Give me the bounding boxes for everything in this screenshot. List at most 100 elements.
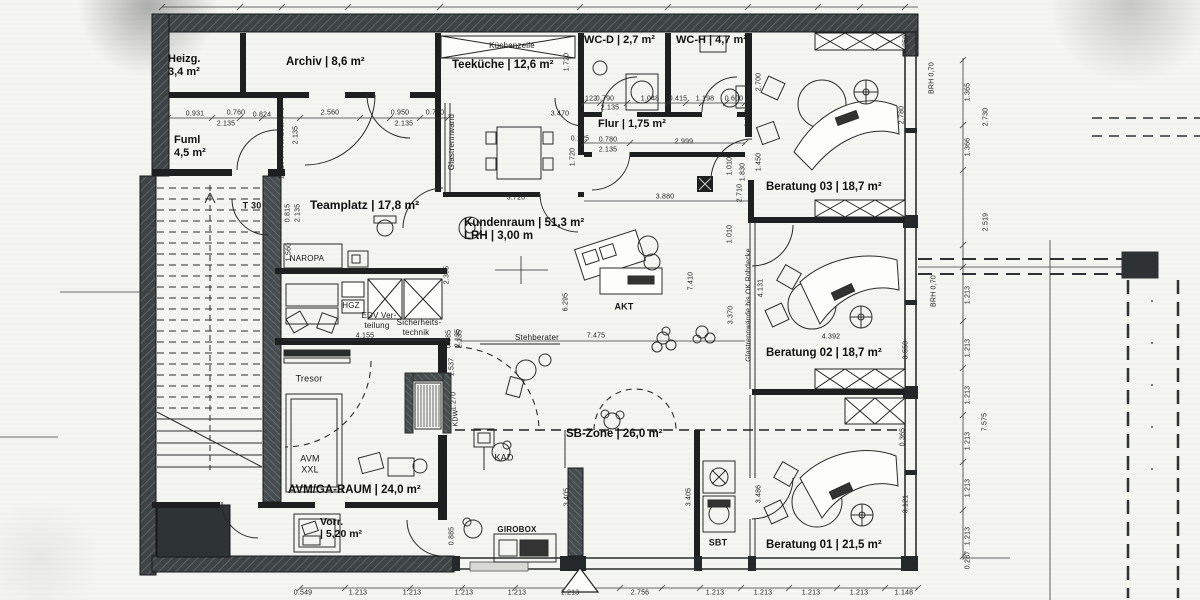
annotation-label: technik (402, 328, 430, 337)
dimension-label: 1.213 (753, 589, 773, 597)
room-label-avm-ga-raum: AVM/GA-RAUM | 24,0 m² (288, 484, 421, 496)
annotation-label: NAROPA (289, 254, 325, 263)
room-label-beratung-02: Beratung 02 | 18,7 m² (766, 347, 882, 359)
annotation-label: Stehberater (514, 333, 560, 342)
dimension-label: 2.700 (755, 72, 763, 92)
cabinets (341, 32, 906, 425)
dimension-label: 3.405 (685, 487, 693, 507)
dimension-label: 0.415 (668, 95, 688, 103)
dimension-label: 2.710 (736, 183, 744, 203)
annotation-label: BRH 0,70 (928, 62, 936, 94)
room-label-beratung-03: Beratung 03 | 18,7 m² (766, 181, 882, 193)
dimension-label: 1.213 (801, 589, 821, 597)
dimension-label: 0.150 (744, 108, 752, 128)
dimension-label: 0.931 (185, 110, 205, 118)
annotation-label: Küchenzeile (489, 41, 535, 50)
dimension-label: 1.450 (755, 152, 763, 172)
dimension-label: 3.720 (506, 194, 526, 202)
dimension-label: 0.824 (252, 111, 272, 119)
dimension-label: 1.213 (402, 589, 422, 597)
dimension-label: 2.135 (598, 146, 618, 154)
dimension-label: 0.549 (293, 589, 313, 597)
annotation-label: KAD (494, 452, 514, 463)
dimension-label: 0.365 (899, 427, 907, 447)
dimension-label: 1.213 (507, 589, 527, 597)
dimension-label: 2.519 (982, 212, 990, 232)
dimension-label: 3.370 (727, 305, 735, 325)
annotation-label: Glastrennwände bis OK Rohdecke (745, 248, 753, 362)
room-label-vorr: Vorr.| 5,20 m² (320, 516, 363, 541)
dimension-label: 2.135 (456, 329, 464, 349)
dimension-label: 1.720 (569, 147, 577, 167)
dimension-label: 3.880 (655, 193, 675, 201)
dimension-label: 3.486 (755, 484, 763, 504)
dimension-label: 4.155 (355, 332, 375, 340)
dimension-label: 1.213 (705, 589, 725, 597)
sb-pier (567, 467, 584, 557)
dimension-label: 4.131 (757, 278, 765, 298)
room-label-archiv: Archiv | 8,6 m² (286, 56, 365, 68)
room-label-sb-zone: SB-Zone | 26,0 m² (566, 428, 663, 440)
dimension-label: 1.213 (964, 385, 972, 405)
room-label-heizg: Heizg.3,4 m² (168, 53, 201, 78)
dimension-label: 1.365 (964, 82, 972, 102)
dimension-label: 0.287 (964, 550, 972, 570)
pillar-marks (698, 177, 712, 191)
dimension-label: 1.198 (695, 95, 715, 103)
dimension-label: 1.830 (739, 162, 747, 182)
dimension-label: 0.815 (284, 203, 292, 223)
dimension-label: 2.305 (443, 265, 451, 285)
dimension-label: 1.048 (640, 95, 660, 103)
annotation-label: AKT (614, 301, 634, 312)
dimension-label: 0.780 (598, 136, 618, 144)
annotation-label: HGZ (342, 301, 360, 310)
dimension-label: 1.213 (964, 431, 972, 451)
dimension-label: 2.999 (674, 138, 694, 146)
annotation-label: Glastrennwand (447, 113, 456, 171)
dimension-label: 1.720 (563, 52, 571, 72)
room-label-flur: Flur | 1,75 m² (598, 118, 666, 130)
dimension-label: 3.121 (902, 494, 910, 514)
room-label-wc-d: WC-D | 2,7 m² (584, 34, 655, 46)
annotation-label: AVM (300, 453, 320, 464)
dimension-label: 0.790 (595, 95, 615, 103)
dimension-label: 7.575 (981, 412, 989, 432)
dimension-label: 0.125 (570, 135, 590, 143)
window-walls (452, 32, 918, 572)
annotation-label: Sicherheits- (396, 318, 442, 327)
room-label-teekueche: Teeküche | 12,6 m² (452, 59, 554, 71)
dimension-label: 1.213 (964, 478, 972, 498)
annotation-label: Tresor (295, 373, 323, 384)
dimension-label: 3.405 (563, 487, 571, 507)
dimension-label: 1.270 (450, 391, 458, 411)
annotation-label: T 30 (242, 200, 262, 211)
dimension-label: 1.213 (849, 589, 869, 597)
dimension-label: 6.295 (562, 292, 570, 312)
dimension-label: 2.135 (216, 120, 236, 128)
dimension-label: 0.540 (278, 106, 286, 126)
dimension-label: 1.213 (454, 589, 474, 597)
dimension-label: 4.392 (821, 333, 841, 341)
staircase (156, 185, 263, 470)
annotation-label: XXL (301, 464, 319, 475)
dimension-label: 1.537 (448, 357, 456, 377)
dimension-lines (0, 3, 1135, 600)
dimension-label: 3.470 (550, 110, 570, 118)
dimension-label: 2.135 (294, 203, 302, 223)
entrance-marker (560, 567, 600, 593)
dimension-label: 1.366 (964, 137, 972, 157)
dimension-label: 0.770 (425, 109, 445, 117)
dimension-label: 0.760 (226, 109, 246, 117)
room-label-beratung-01: Beratung 01 | 21,5 m² (766, 539, 882, 551)
annotation-label: EDV Ver- (361, 311, 397, 320)
annotation-label: GIROBOX (497, 525, 537, 534)
dimension-label: 2.756 (630, 589, 650, 597)
dimension-label: 0.122 (578, 95, 598, 103)
dimension-label: 1.213 (964, 338, 972, 358)
dimension-label: 2.135 (600, 104, 620, 112)
dimension-label: 2.730 (982, 107, 990, 127)
dimension-label: 2.560 (320, 109, 340, 117)
dimension-label: 0.885 (448, 526, 456, 546)
